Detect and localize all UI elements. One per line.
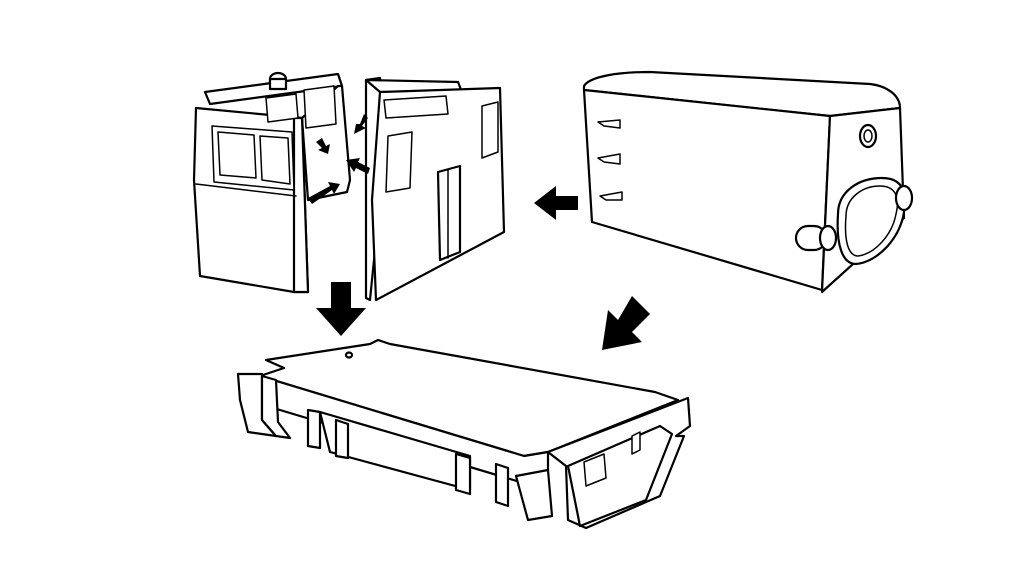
hood-left-arrow — [534, 186, 578, 220]
cab-down-arrow — [316, 282, 366, 336]
join-arrow-1 — [316, 138, 330, 154]
assembly-arrows — [308, 114, 650, 350]
join-arrow-3 — [354, 114, 368, 134]
join-arrow-4 — [346, 158, 370, 174]
cab-left-half — [192, 71, 352, 294]
cab-right-half — [364, 76, 506, 302]
chassis-frame — [236, 338, 692, 530]
hood-down-arrow — [602, 296, 650, 350]
join-arrow-2 — [308, 182, 340, 204]
engine-hood — [582, 70, 914, 294]
